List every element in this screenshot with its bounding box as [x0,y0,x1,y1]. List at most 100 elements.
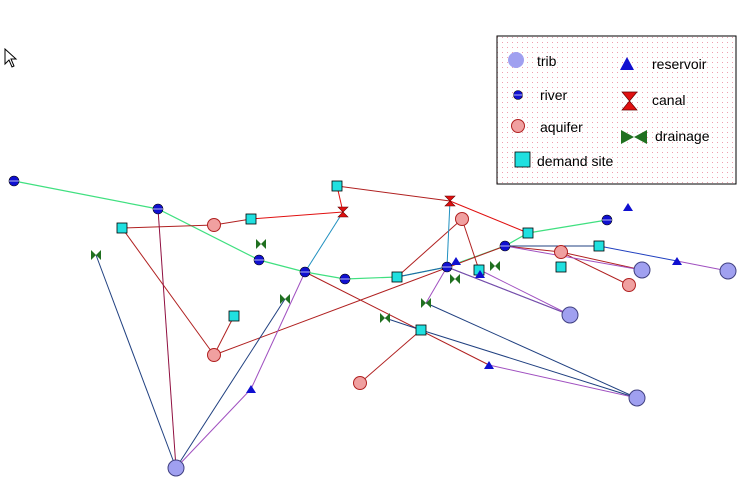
reservoir-node[interactable] [623,203,633,211]
canal-legend-icon [621,91,638,111]
river-node[interactable] [152,203,164,215]
link-line [175,298,286,469]
link-line [396,218,463,278]
river-line [13,180,608,280]
trib-node[interactable] [628,389,646,407]
demand-site-node[interactable] [415,324,427,336]
river-legend-icon [513,90,523,100]
link-line [560,251,643,271]
link-line [420,329,638,399]
link-line [461,218,480,271]
river-node[interactable] [499,240,511,252]
reservoir-node[interactable] [484,361,494,369]
link-line [479,269,571,316]
drainage-node[interactable] [421,298,426,308]
link-line [95,254,177,469]
link-line [175,388,252,469]
drainage-node[interactable] [490,261,495,271]
reservoir-node[interactable] [451,257,461,265]
river-node[interactable] [339,273,351,285]
link-line [213,315,235,356]
drainage-node[interactable] [261,239,266,249]
link-line [449,200,529,234]
edges [13,180,729,469]
drainage-node[interactable] [256,239,261,249]
canal-node[interactable] [337,206,349,218]
legend-label-river: river [540,87,568,103]
aquifer-node[interactable] [353,376,367,390]
aquifer-legend-icon [511,119,525,133]
link-line [425,302,638,399]
legend: trib river aquifer demand site reservoir… [496,35,737,185]
link-line [396,266,448,278]
link-line [304,271,490,366]
link-line [425,266,448,304]
link-line [446,200,451,268]
canal-node[interactable] [444,195,456,207]
link-line [446,266,571,316]
trib-node[interactable] [633,261,651,279]
demand-site-node[interactable] [331,180,343,192]
link-line [598,245,678,262]
aquifer-node[interactable] [622,278,636,292]
drainage-node[interactable] [495,261,500,271]
trib-node[interactable] [719,262,737,280]
aquifer-node[interactable] [207,348,221,362]
nodes [8,175,737,477]
aquifer-node[interactable] [207,218,221,232]
drainage-node[interactable] [385,313,390,323]
legend-label-canal: canal [652,92,685,108]
legend-box [496,35,737,185]
demand-site-node[interactable] [228,310,240,322]
reservoir-node[interactable] [672,257,682,265]
reservoir-node[interactable] [475,270,485,278]
link-line [504,245,643,271]
demand-site-node[interactable] [245,213,257,225]
demand-site-legend-icon [514,151,531,168]
link-line [250,211,344,220]
legend-label-drainage: drainage [655,128,710,144]
drainage-node[interactable] [455,274,460,284]
link-line [359,329,422,384]
drainage-node[interactable] [285,294,290,304]
river-node[interactable] [253,254,265,266]
river-node[interactable] [601,214,613,226]
demand-site-node[interactable] [593,240,605,252]
link-line [157,208,177,469]
trib-node[interactable] [167,459,185,477]
legend-label-demand-site: demand site [537,153,613,169]
drainage-legend-icon [621,130,634,144]
drainage-node[interactable] [426,298,431,308]
drainage-node[interactable] [91,250,96,260]
legend-label-aquifer: aquifer [540,119,583,135]
drainage-node[interactable] [96,250,101,260]
river-node[interactable] [299,266,311,278]
link-line [250,271,306,390]
link-line [336,185,451,202]
reservoir-node[interactable] [246,385,256,393]
link-line [384,317,422,331]
river-node[interactable] [8,175,20,187]
link-line [121,224,215,229]
link-line [488,364,638,399]
aquifer-node[interactable] [455,212,469,226]
link-line [121,227,215,356]
demand-site-node[interactable] [555,261,567,273]
link-line [504,245,562,253]
legend-label-reservoir: reservoir [652,56,707,72]
demand-site-node[interactable] [522,227,534,239]
drainage-node[interactable] [380,313,385,323]
demand-site-node[interactable] [391,271,403,283]
trib-node[interactable] [561,306,579,324]
link-line [676,260,729,272]
river-node[interactable] [441,261,453,273]
drainage-legend-icon-right [634,130,647,144]
aquifer-node[interactable] [554,245,568,259]
link-line [560,251,630,286]
drainage-node[interactable] [450,274,455,284]
demand-site-node[interactable] [116,222,128,234]
drainage-node[interactable] [280,294,285,304]
mouse-pointer-icon [4,48,18,68]
